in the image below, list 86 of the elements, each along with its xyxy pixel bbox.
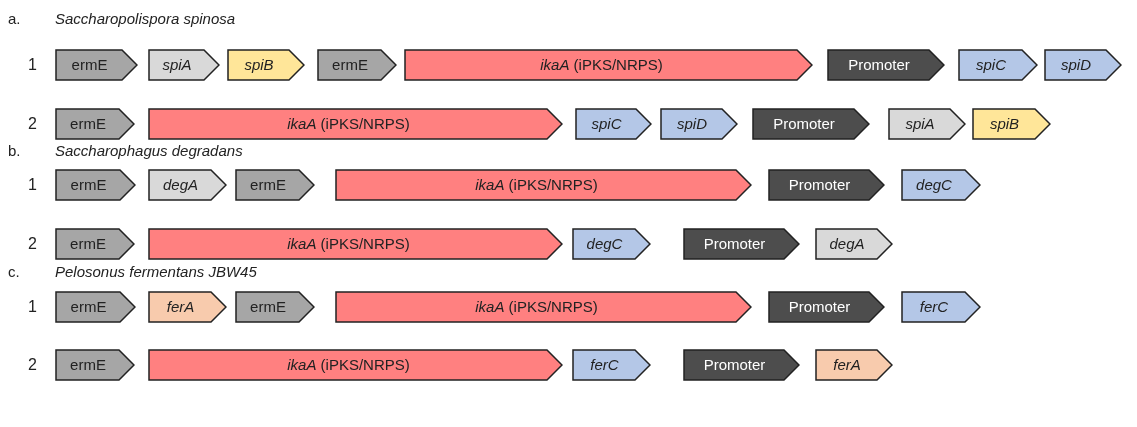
gene-segment (888, 108, 966, 140)
gene-segment (148, 291, 227, 323)
gene-label: spiA (904, 114, 936, 134)
gene-label: Promoter (847, 55, 911, 75)
gene-segment (235, 291, 315, 323)
gene-segment (752, 108, 870, 140)
gene-label: ikaA (iPKS/NRPS) (539, 55, 664, 75)
gene-label: spiD (676, 114, 708, 134)
gene-segment (404, 49, 813, 81)
gene-segment (55, 49, 138, 81)
gene-label: Promoter (772, 114, 836, 134)
gene-segment (148, 349, 563, 381)
gene-label: ermE (70, 55, 109, 75)
gene-label: ferA (832, 355, 862, 375)
gene-label: Promoter (702, 234, 767, 254)
gene-label: Promoter (702, 355, 767, 375)
gene-segment (55, 169, 136, 201)
gene-segment (958, 49, 1038, 81)
gene-segment (572, 228, 651, 260)
gene-segment (148, 49, 220, 81)
gene-segment (55, 228, 135, 260)
gene-segment (972, 108, 1051, 140)
gene-label: ermE (331, 55, 369, 75)
gene-segment (572, 349, 651, 381)
gene-label: spiD (1060, 55, 1092, 75)
gene-label: spiC (975, 55, 1007, 75)
gene-segment (815, 349, 893, 381)
gene-segment (815, 228, 893, 260)
gene-label: spiB (988, 114, 1021, 134)
species-name: Pelosonus fermentans JBW45 (55, 263, 257, 280)
gene-label: ikaA (iPKS/NRPS) (474, 175, 599, 195)
gene-segment (335, 291, 752, 323)
gene-segment (227, 49, 305, 81)
gene-label: ikaA (iPKS/NRPS) (286, 114, 411, 134)
gene-label: ikaA (iPKS/NRPS) (474, 297, 599, 317)
gene-label: ikaA (iPKS/NRPS) (286, 355, 411, 375)
gene-label: ikaA (iPKS/NRPS) (286, 234, 411, 254)
gene-label: spiB (243, 55, 275, 75)
gene-segment (827, 49, 945, 81)
row-number: 1 (28, 298, 37, 316)
gene-segment (148, 169, 227, 201)
gene-segment (55, 108, 135, 140)
gene-segment (335, 169, 752, 201)
row-number: 2 (28, 115, 37, 133)
gene-label: ermE (69, 114, 107, 134)
row-number: 1 (28, 56, 37, 74)
gene-segment (768, 291, 885, 323)
gene-label: ermE (69, 175, 108, 195)
gene-label: ermE (69, 297, 108, 317)
gene-label: ferC (589, 355, 620, 375)
species-name: Saccharopolispora spinosa (55, 10, 236, 27)
gene-label: degA (161, 175, 199, 195)
gene-segment (235, 169, 315, 201)
gene-label: Promoter (787, 297, 852, 317)
gene-label: ermE (249, 297, 287, 317)
gene-segment (683, 349, 800, 381)
species-name: Saccharophagus degradans (55, 142, 243, 159)
gene-segment (148, 228, 563, 260)
gene-segment (55, 291, 136, 323)
gene-label: ermE (249, 175, 287, 195)
panel-letter: b. (8, 142, 21, 159)
gene-segment (148, 108, 563, 140)
gene-segment (683, 228, 800, 260)
gene-label: spiC (590, 114, 623, 134)
gene-label: degC (585, 234, 624, 254)
gene-segment (1044, 49, 1122, 81)
gene-segment (768, 169, 885, 201)
gene-segment (660, 108, 738, 140)
gene-label: ermE (69, 355, 107, 375)
gene-label: Promoter (787, 175, 852, 195)
gene-segment (575, 108, 652, 140)
gene-label: ferC (918, 297, 950, 317)
row-number: 2 (28, 235, 37, 253)
gene-label: ermE (69, 234, 107, 254)
gene-segment (317, 49, 397, 81)
gene-label: spiA (161, 55, 193, 75)
row-number: 1 (28, 176, 37, 194)
row-number: 2 (28, 356, 37, 374)
panel-letter: c. (8, 263, 20, 280)
gene-segment (901, 169, 981, 201)
gene-segment (901, 291, 981, 323)
panel-letter: a. (8, 10, 21, 27)
gene-label: ferA (165, 297, 196, 317)
gene-label: degA (828, 234, 866, 254)
gene-label: degC (915, 175, 953, 195)
gene-segment (55, 349, 135, 381)
